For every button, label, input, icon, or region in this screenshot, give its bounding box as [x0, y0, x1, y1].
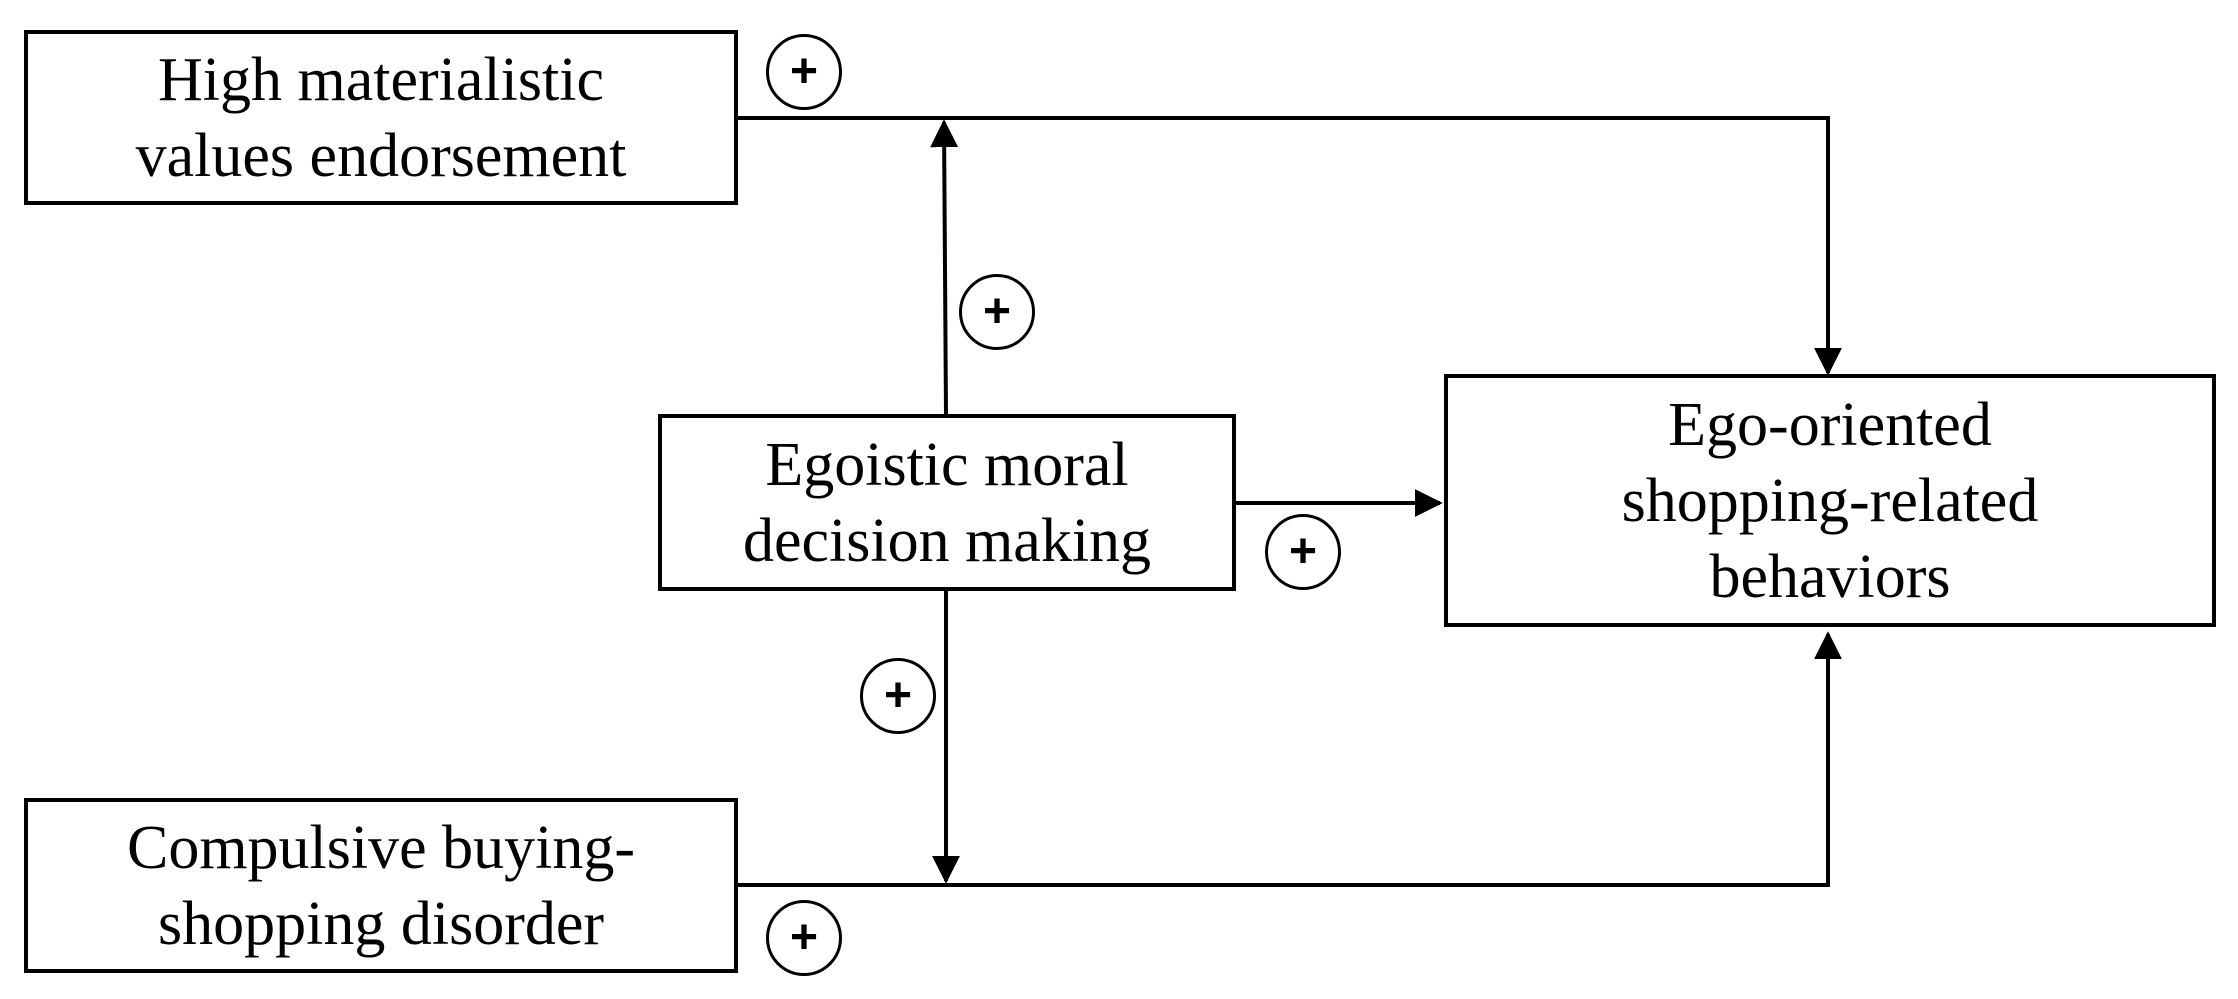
edge-sign-egoistic-materialistic: + [959, 274, 1035, 350]
node-outcome-line-1: Ego-oriented [1668, 390, 1992, 459]
edge-egoistic-to-materialistic [930, 119, 959, 416]
node-compulsive-line-1: Compulsive buying- [126, 813, 636, 882]
node-egoistic: Egoistic moral decision making [658, 414, 1236, 591]
node-egoistic-line-1: Egoistic moral [765, 430, 1129, 499]
node-outcome: Ego-oriented shopping-related behaviors [1444, 374, 2216, 627]
node-compulsive: Compulsive buying- shopping disorder [24, 798, 738, 973]
node-egoistic-line-2: decision making [742, 506, 1152, 575]
edge-sign-materialistic-outcome: + [766, 34, 842, 110]
edge-sign-egoistic-outcome: + [1265, 514, 1341, 590]
node-outcome-line-2: shopping-related [1621, 466, 2039, 535]
node-materialistic-line-2: values endorsement [135, 121, 627, 190]
edge-materialistic-to-outcome [736, 116, 1842, 376]
edge-sign-egoistic-compulsive: + [860, 658, 936, 734]
edge-sign-compulsive-outcome: + [766, 900, 842, 976]
edge-compulsive-to-outcome [736, 631, 1842, 887]
node-materialistic-line-1: High materialistic [158, 45, 604, 114]
node-materialistic: High materialistic values endorsement [24, 30, 738, 205]
node-outcome-line-3: behaviors [1709, 542, 1951, 611]
node-compulsive-line-2: shopping disorder [157, 889, 605, 958]
